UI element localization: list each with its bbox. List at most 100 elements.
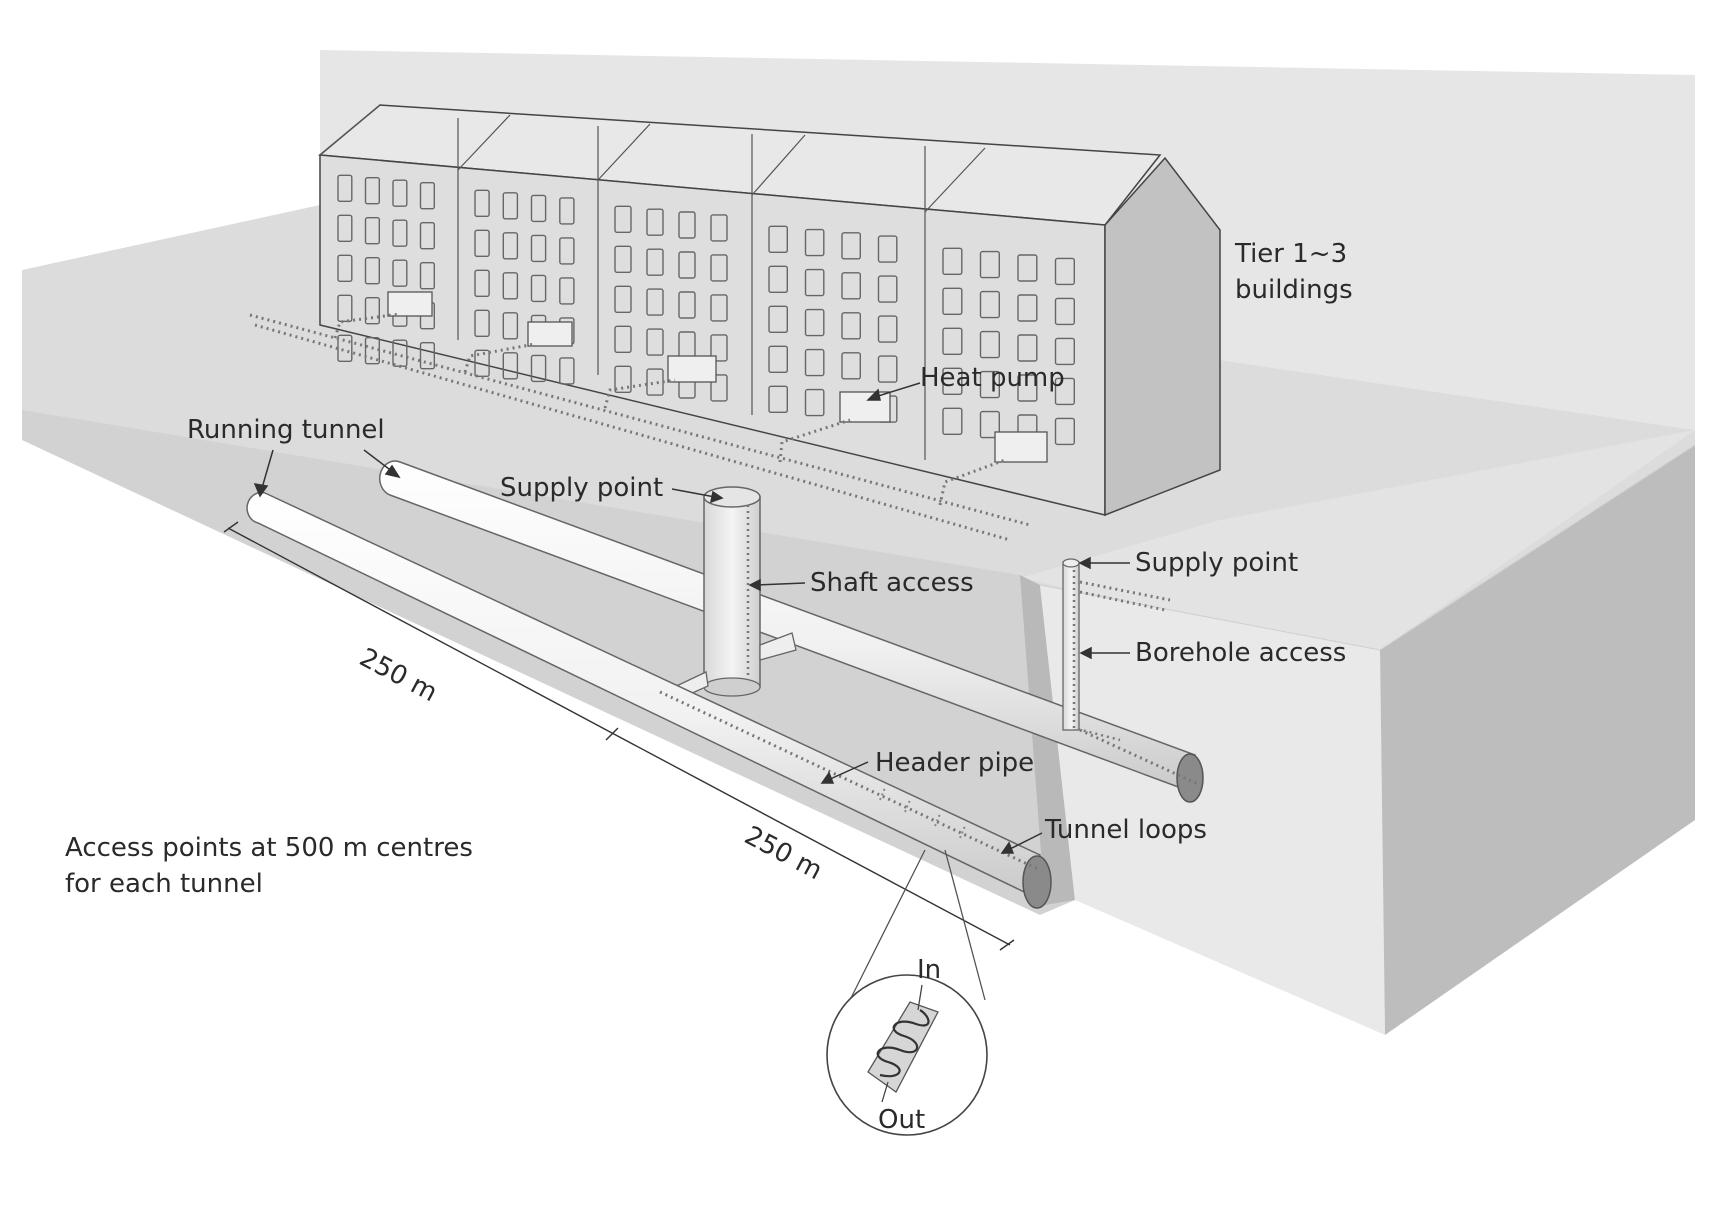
detail-loop-coil: [876, 1009, 930, 1078]
borehole-shaft: [1062, 561, 1080, 731]
building-window: [877, 275, 898, 303]
ground-surface-right: [1020, 430, 1695, 655]
building-window: [710, 374, 728, 402]
detail-callout-leader: [849, 849, 986, 1001]
building-window: [419, 342, 436, 370]
building-window: [559, 277, 575, 305]
distribution-lines: [249, 312, 1171, 612]
building-window: [678, 291, 696, 319]
shaft-top: [703, 486, 761, 508]
building-window: [474, 309, 490, 337]
building-window: [559, 237, 575, 265]
label-access-points-line1: Access points at 500 m centres: [65, 833, 473, 863]
label-heat-pump: Heat pump: [920, 363, 1065, 393]
building-window: [614, 245, 632, 274]
building-window: [979, 290, 1000, 319]
building-window: [942, 247, 963, 276]
building-window: [337, 174, 353, 203]
label-tunnel-loops: Tunnel loops: [1045, 815, 1207, 845]
building-window: [646, 208, 664, 236]
building-window: [364, 257, 381, 285]
running-tunnel-front-end: [1022, 855, 1052, 909]
block-side: [1380, 445, 1695, 1035]
building-window: [804, 308, 825, 337]
building-window: [942, 367, 963, 395]
building-window: [419, 221, 436, 250]
building-window: [474, 229, 490, 258]
building-window: [1054, 297, 1075, 326]
label-running-tunnel: Running tunnel: [187, 415, 385, 445]
building-window: [1054, 337, 1075, 366]
label-supply-point-borehole: Supply point: [1135, 548, 1299, 578]
block-edge: [1039, 444, 1696, 651]
label-supply-point-shaft: Supply point: [500, 473, 664, 503]
building-window: [1054, 257, 1075, 286]
heat-pump-units: [387, 291, 1048, 463]
building-window: [678, 211, 696, 239]
building-window: [979, 370, 1000, 399]
building-window: [1054, 377, 1075, 406]
building-window: [710, 334, 728, 362]
building-window: [337, 334, 353, 362]
label-leaders: [253, 382, 1130, 854]
building-window: [841, 312, 861, 340]
building-window: [614, 285, 632, 313]
building-window: [502, 312, 519, 340]
detail-out-leader: [881, 1081, 889, 1103]
label-shaft-access: Shaft access: [810, 568, 974, 598]
building-window: [768, 345, 788, 373]
running-tunnel-back-loops: [1079, 728, 1201, 787]
building-window: [502, 232, 519, 260]
building-window: [419, 181, 436, 210]
block-front: [1040, 585, 1385, 1035]
building-window: [710, 254, 728, 282]
building-window: [646, 328, 664, 356]
building-window: [804, 348, 825, 377]
label-header-pipe: Header pipe: [875, 748, 1035, 778]
building-window: [364, 176, 381, 205]
building-window: [502, 352, 519, 380]
detail-in-leader: [917, 984, 923, 1011]
shaft-bottom: [703, 677, 761, 697]
label-tier-buildings-line2: buildings: [1235, 275, 1353, 305]
label-borehole-access: Borehole access: [1135, 638, 1347, 668]
building-window: [804, 388, 825, 417]
label-detail-in: In: [917, 955, 942, 985]
building-window: [877, 315, 898, 343]
building-window: [364, 337, 381, 365]
building-window: [530, 194, 547, 223]
building-window: [942, 407, 963, 435]
building-window: [559, 357, 575, 385]
building-window: [502, 192, 519, 220]
building-window: [979, 250, 1000, 279]
building-window: [877, 355, 898, 383]
building-window: [474, 269, 490, 297]
building-window: [614, 365, 632, 393]
building-window: [364, 216, 381, 245]
building-window: [530, 234, 547, 263]
building-window: [614, 325, 632, 353]
building-window: [710, 294, 728, 322]
building-window: [1017, 254, 1038, 282]
connector-pipe-right: [759, 632, 797, 661]
building-window: [614, 205, 632, 234]
label-access-points-line2: for each tunnel: [65, 869, 263, 899]
building-window: [841, 272, 861, 300]
building-window: [768, 225, 788, 254]
building-window: [530, 354, 547, 383]
building-window: [768, 305, 788, 333]
tunnel-loop-marks: [879, 787, 966, 839]
label-tier-buildings-line1: Tier 1~3: [1235, 239, 1348, 269]
building-window: [1054, 417, 1075, 446]
building-window: [768, 385, 788, 413]
header-pipe-line: [659, 690, 1041, 872]
building-window: [530, 274, 547, 303]
borehole-pipe: [1072, 570, 1121, 742]
building-window: [877, 235, 898, 263]
running-tunnel-back-end: [1176, 753, 1204, 803]
building-window: [942, 287, 963, 315]
building-window: [364, 297, 381, 325]
building-window: [841, 232, 861, 260]
